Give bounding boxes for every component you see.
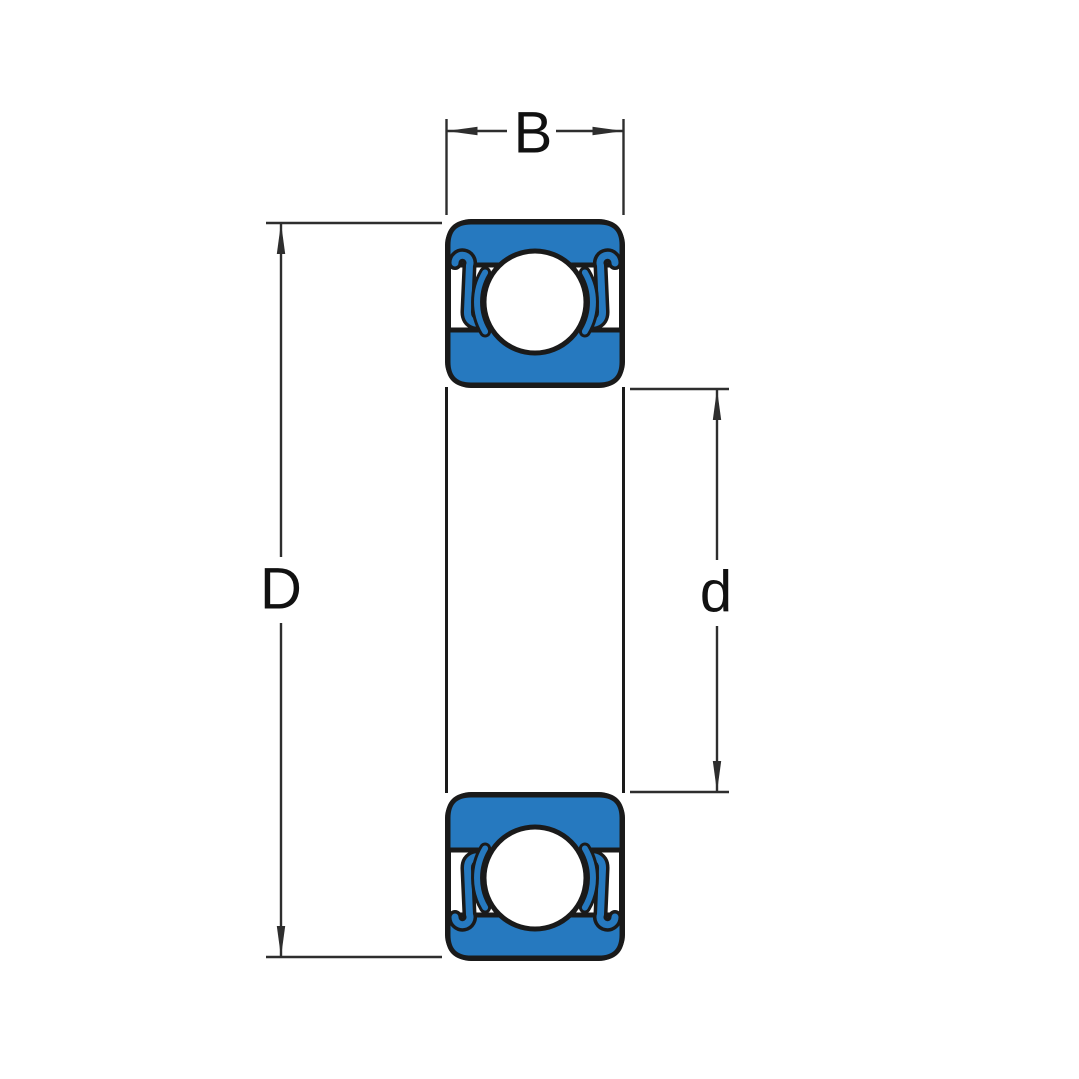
dimension-bore-diameter-d: d bbox=[630, 387, 732, 794]
inner-ring bbox=[445, 327, 625, 388]
arrowhead-up-icon bbox=[276, 223, 286, 254]
arrowhead-down-icon bbox=[712, 761, 722, 792]
dimension-outer-diameter-D: D bbox=[260, 221, 442, 959]
arrowhead-up-icon bbox=[712, 389, 722, 420]
bearing-section-bottom bbox=[448, 795, 622, 958]
ball bbox=[481, 248, 589, 356]
label-bore-diameter-d: d bbox=[700, 560, 732, 625]
dimension-width-B: B bbox=[445, 101, 625, 215]
arrowhead-down-icon bbox=[276, 926, 286, 957]
cage-right bbox=[578, 266, 599, 338]
cage-left bbox=[471, 266, 492, 338]
arrowhead-left-icon bbox=[446, 126, 478, 136]
bearing-section-top bbox=[445, 219, 625, 388]
outer-ring bbox=[445, 219, 625, 268]
label-outer-diameter-D: D bbox=[260, 557, 302, 622]
label-width-B: B bbox=[514, 101, 553, 166]
arrowhead-right-icon bbox=[592, 126, 624, 136]
